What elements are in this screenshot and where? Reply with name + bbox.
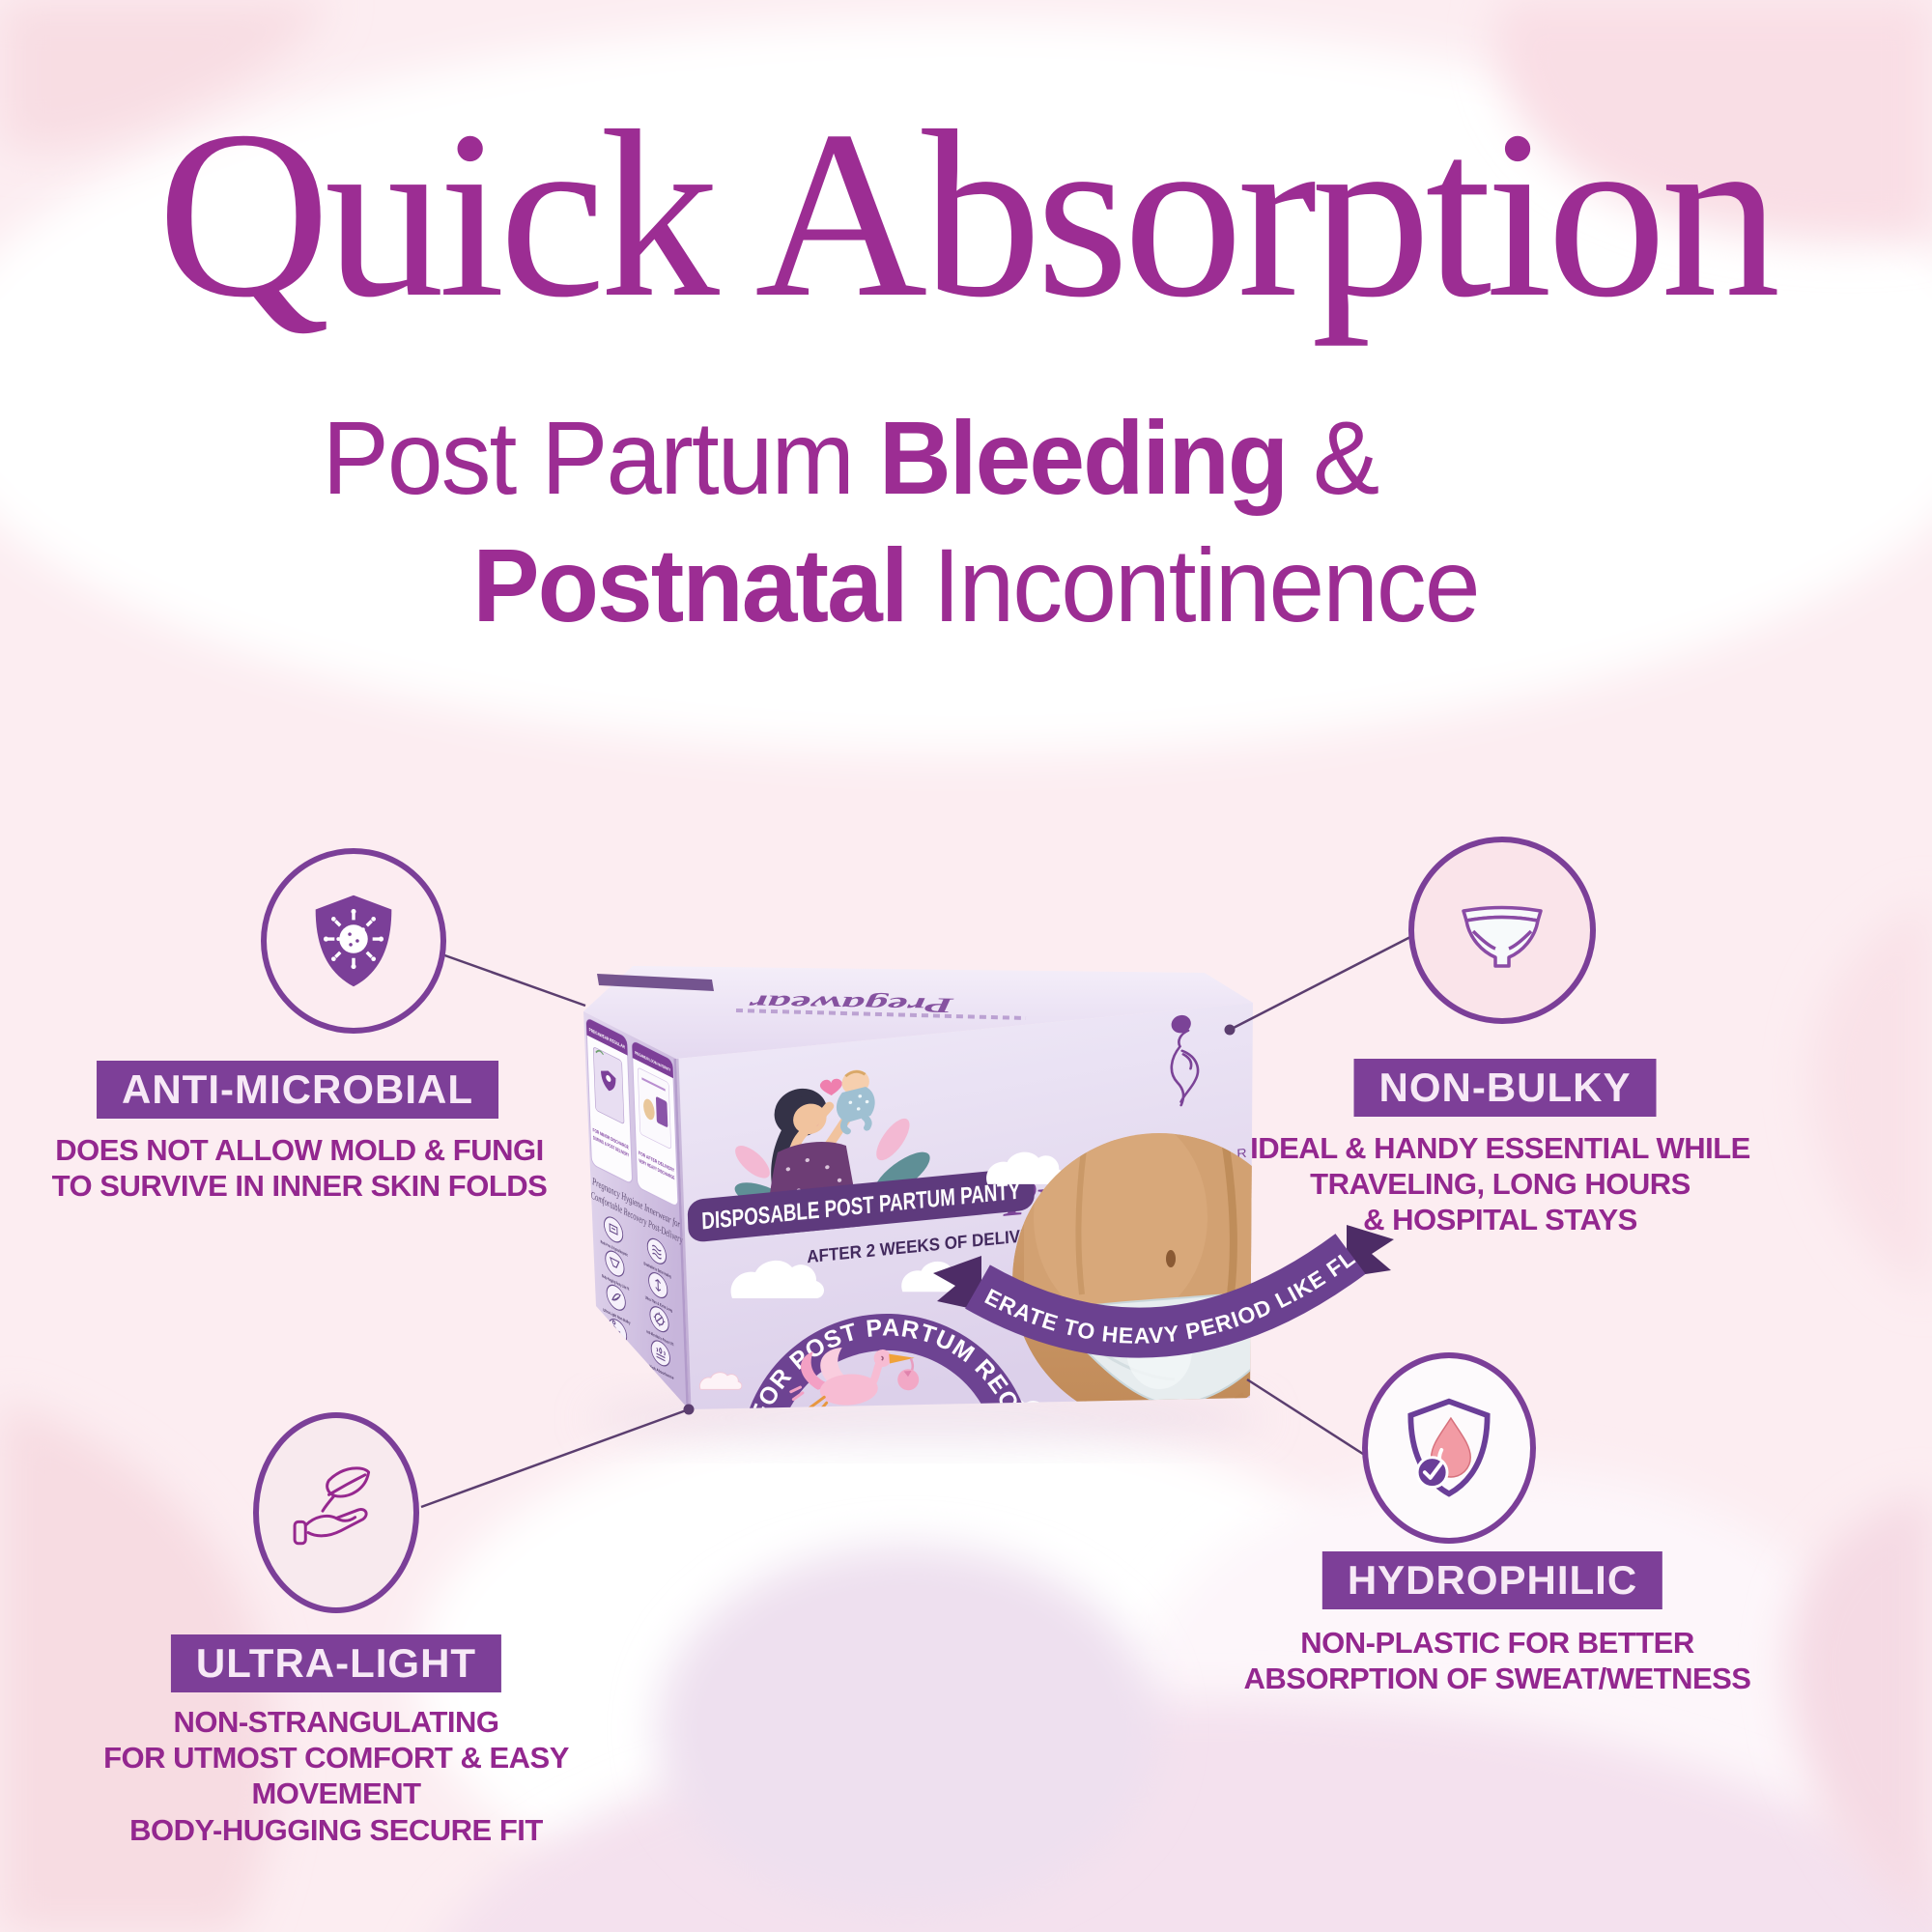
feature-text-line: NON-STRANGULATING <box>173 1705 499 1739</box>
subtitle-regular: Incontinence <box>932 526 1481 643</box>
subtitle-regular: Post Partum <box>322 399 855 516</box>
anti-microbial-circle <box>261 848 446 1034</box>
hydrophilic-circle <box>1362 1352 1536 1544</box>
non-bulky-circle <box>1408 837 1596 1024</box>
connector-dot <box>683 1404 695 1415</box>
connector-non-bulky <box>1229 935 1411 1032</box>
arch-band <box>740 1314 1034 1409</box>
feature-text-line: FOR UTMOST COMFORT & EASY MOVEMENT <box>103 1741 569 1811</box>
feature-text-line: & HOSPITAL STAYS <box>1363 1203 1637 1237</box>
ultra-light-text: NON-STRANGULATING FOR UTMOST COMFORT & E… <box>27 1704 645 1848</box>
feature-text-line: DOES NOT ALLOW MOLD & FUNGI <box>55 1133 544 1167</box>
feature-text-line: TRAVELING, LONG HOURS <box>1310 1167 1690 1202</box>
box-top-tagline-line <box>735 1009 1027 1020</box>
subtitle-line-1: Post Partum Bleeding & <box>323 406 1380 510</box>
subtitle-line-2: Postnatal Incontinence <box>472 533 1480 638</box>
box-back-strip <box>597 974 714 991</box>
stork-illustration <box>789 1347 920 1409</box>
feature-text-line: TO SURVIVE IN INNER SKIN FOLDS <box>51 1169 548 1204</box>
feature-text-line: ABSORPTION OF SWEAT/WETNESS <box>1243 1662 1752 1696</box>
page-title: Quick Absorption <box>156 81 1780 347</box>
feature-text-line: BODY-HUGGING SECURE FIT <box>129 1812 543 1847</box>
connector-hydrophilic <box>1246 1378 1367 1458</box>
connector-lines <box>420 935 1411 1509</box>
connector-dot <box>1224 1024 1236 1036</box>
hydrophilic-text: NON-PLASTIC FOR BETTER ABSORPTION OF SWE… <box>1188 1625 1806 1696</box>
feature-text-line: NON-PLASTIC FOR BETTER <box>1300 1626 1694 1660</box>
box-top-brand-text: Pregawear <box>748 990 955 1017</box>
subtitle-regular: & <box>1313 399 1379 516</box>
shield-droplet-check-icon <box>1407 1398 1491 1497</box>
svg-text:Easy Disposal: Easy Disposal <box>606 1342 631 1359</box>
ultra-light-label: ULTRA-LIGHT <box>170 1634 502 1692</box>
mother-baby-illustration <box>734 1069 930 1236</box>
front-banner <box>687 1168 1035 1242</box>
box-front-content: Pregawear R DISPOSABLE POST PARTUM PANTY… <box>687 1014 1248 1267</box>
hand-feather-icon <box>293 1466 371 1546</box>
shield-microbe-icon <box>315 895 392 987</box>
connector-ultra-light <box>420 1407 690 1509</box>
subtitle-bold: Bleeding <box>878 399 1289 516</box>
ultra-light-circle <box>253 1412 419 1613</box>
connector-anti-microbial <box>436 951 586 1008</box>
side-card-regular: PREGAWEAR REGULAR FOR MINOR DISCHARGE DU… <box>585 1018 633 1183</box>
anti-microbial-label: ANTI-MICROBIAL <box>97 1061 498 1119</box>
box-top-face <box>583 966 1253 1059</box>
side-card-lochia: PREGAWEAR LOCHIA MATERNITY FOR AFTER DEL… <box>631 1041 679 1207</box>
subtitle-bold: Postnatal <box>472 526 908 643</box>
non-bulky-label: NON-BULKY <box>1353 1059 1657 1117</box>
side-icon-rash-free: Rash-Free & Hypoallergenic <box>601 1216 628 1258</box>
box-top-brand: Pregawear <box>735 990 1027 1020</box>
hydrophilic-label: HYDROPHILIC <box>1321 1551 1663 1609</box>
panty-icon <box>1462 905 1543 968</box>
pregnant-silhouette-icon <box>1170 1014 1200 1107</box>
feature-text-line: IDEAL & HANDY ESSENTIAL WHILE <box>1250 1131 1750 1165</box>
brand-registered-mark: R <box>1236 1146 1247 1160</box>
non-bulky-text: IDEAL & HANDY ESSENTIAL WHILE TRAVELING,… <box>1191 1130 1809 1238</box>
anti-microbial-text: DOES NOT ALLOW MOLD & FUNGI TO SURVIVE I… <box>0 1132 609 1204</box>
